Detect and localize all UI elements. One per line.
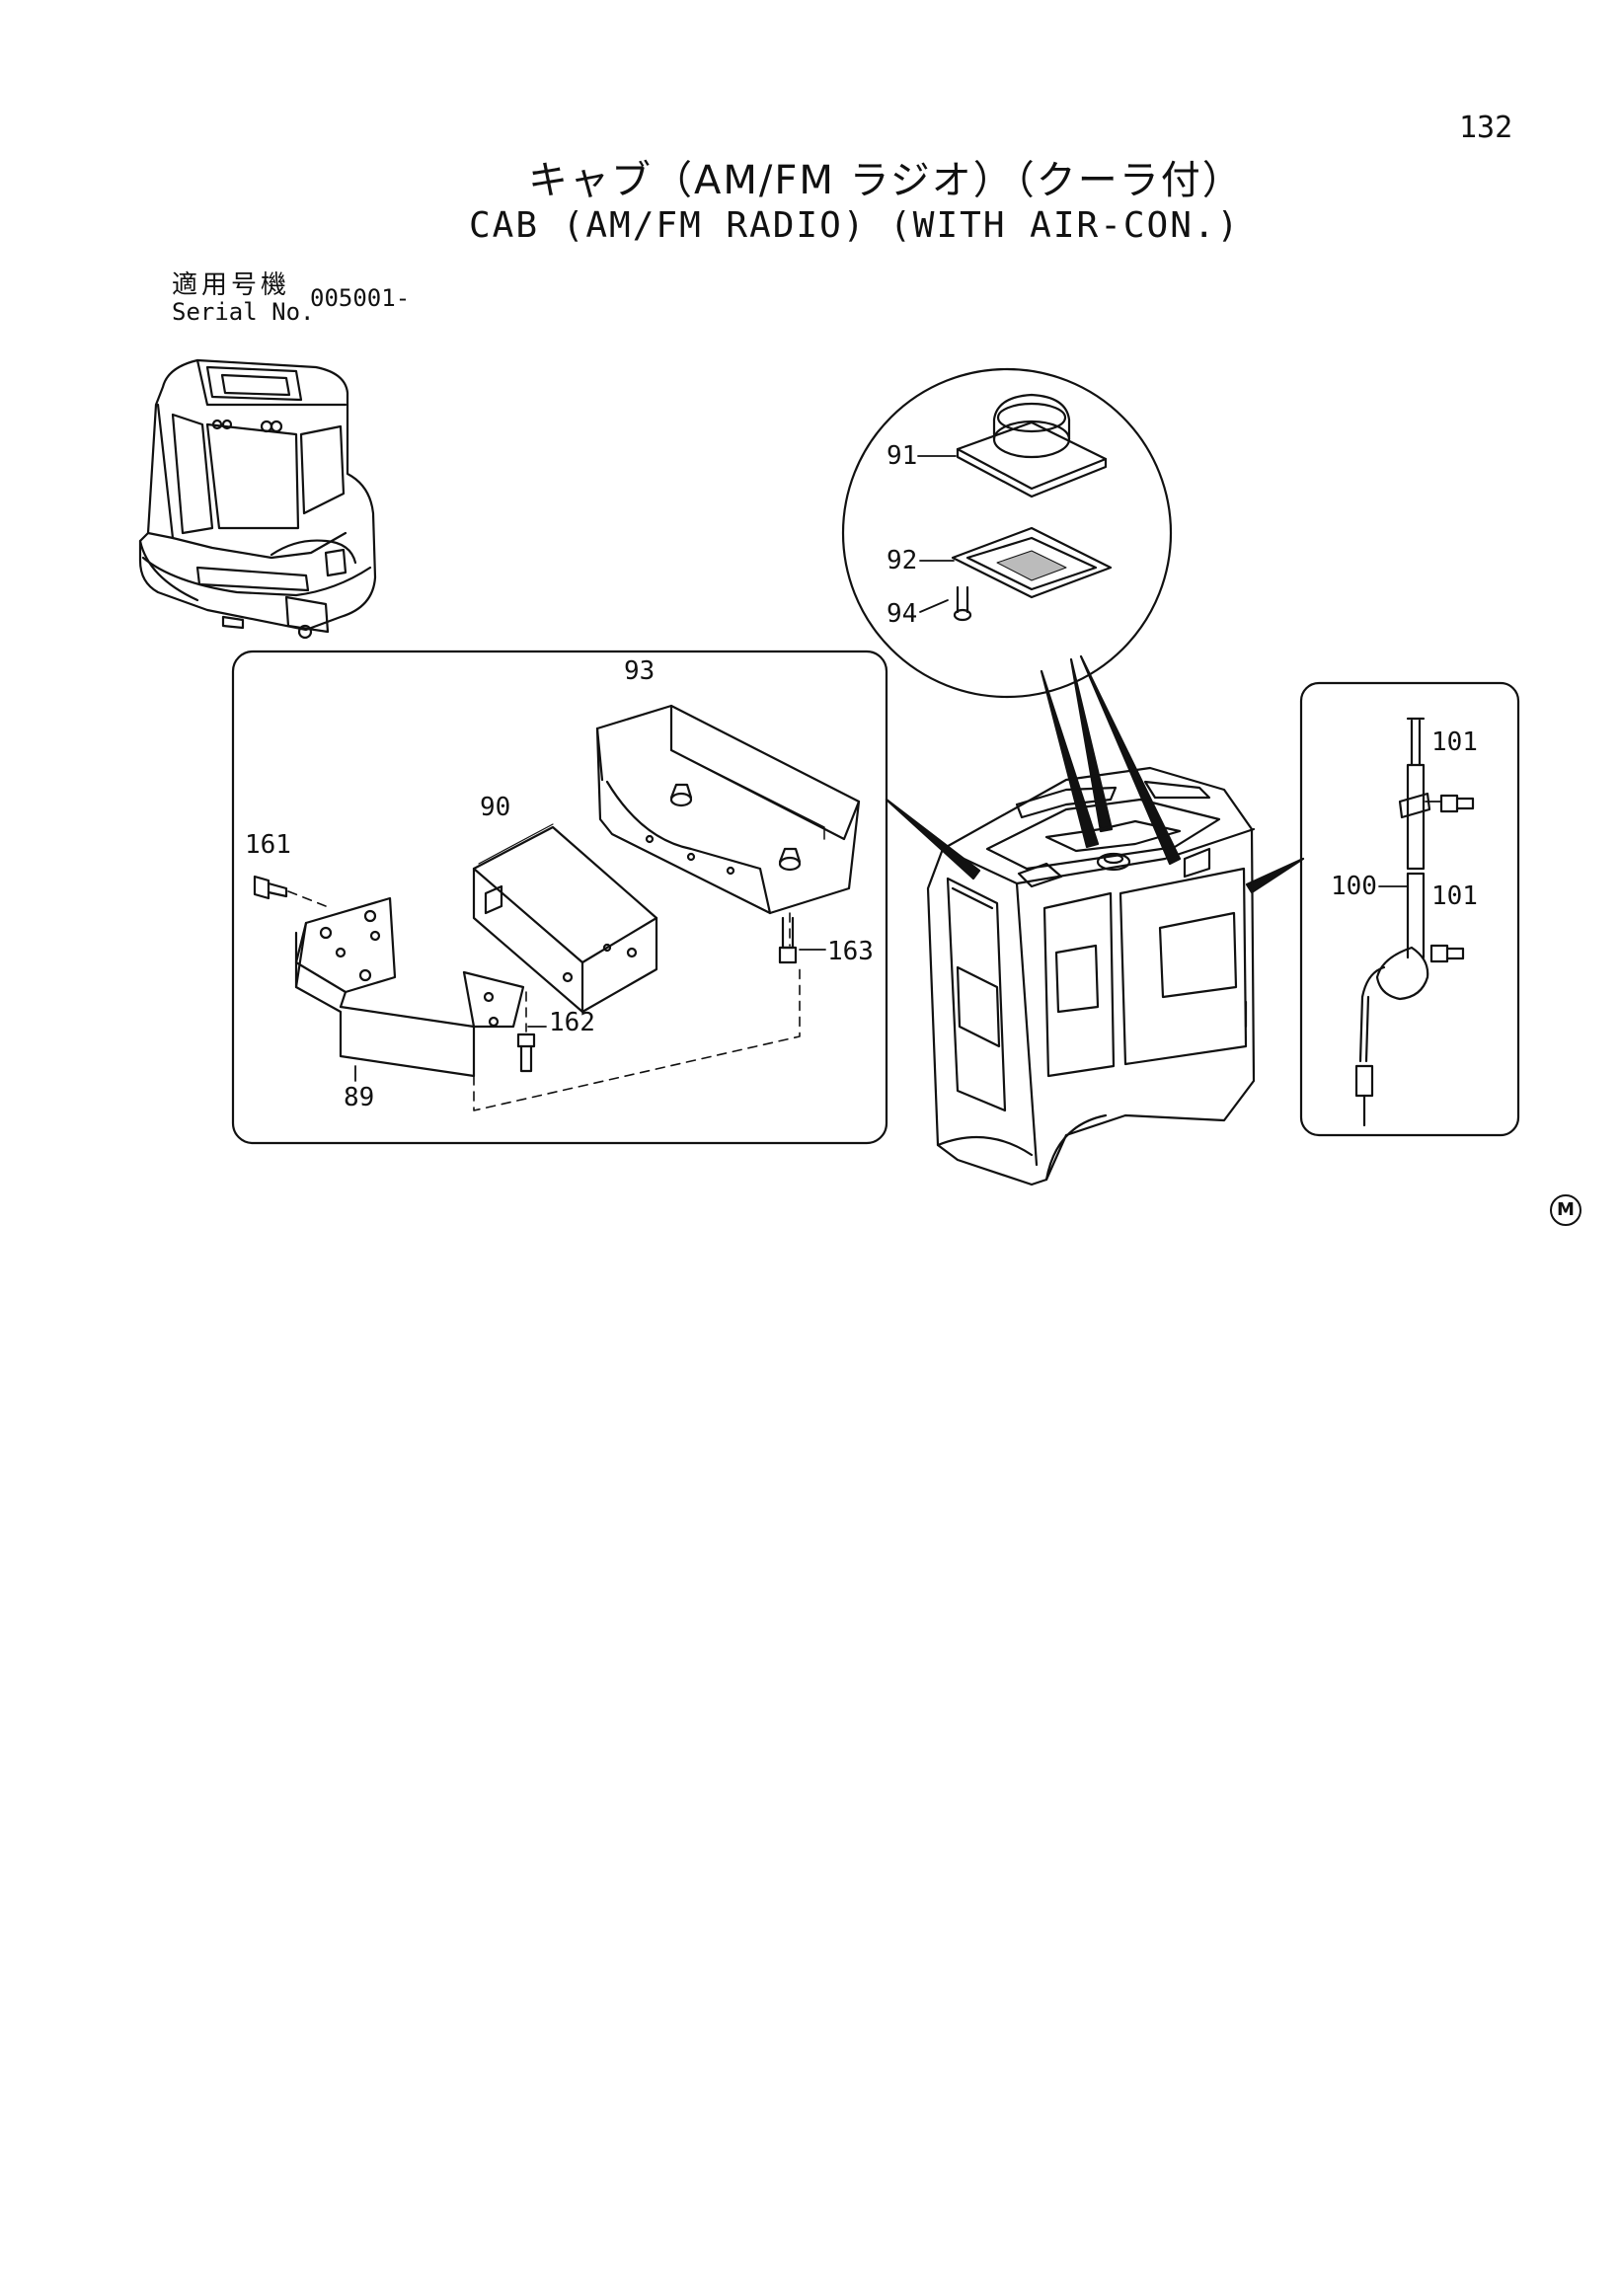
bolt-162-illustration xyxy=(516,1033,536,1073)
callout-101-upper: 101 xyxy=(1431,727,1478,757)
pointer-wedge xyxy=(1245,857,1305,894)
bolt-163-illustration xyxy=(778,916,798,964)
screw-101-lower-illustration xyxy=(1429,944,1465,963)
cab-overview-illustration xyxy=(138,358,377,640)
pointer-wedge xyxy=(885,798,981,880)
callout-162: 162 xyxy=(549,1008,595,1037)
screw-101-upper-illustration xyxy=(1439,794,1475,813)
callout-89: 89 xyxy=(344,1083,374,1112)
callout-101-lower: 101 xyxy=(1431,881,1478,911)
callout-93: 93 xyxy=(624,656,655,686)
page-title-japanese: キャブ（AM/FM ラジオ）（クーラ付） xyxy=(528,158,1244,203)
radio-group-frame xyxy=(231,650,888,1145)
page-title-english: CAB (AM/FM RADIO) (WITH AIR-CON.) xyxy=(469,205,1241,246)
callout-163: 163 xyxy=(827,937,874,966)
callout-91: 91 xyxy=(887,441,917,471)
antenna-group-frame xyxy=(1299,681,1520,1137)
callout-100: 100 xyxy=(1331,872,1377,901)
speaker-unit-illustration xyxy=(956,393,1108,498)
callout-92: 92 xyxy=(887,546,917,575)
screw-94-illustration xyxy=(953,585,972,622)
speaker-grille-illustration xyxy=(951,526,1113,599)
speaker-detail-circle xyxy=(841,367,1173,699)
maker-logo: M xyxy=(1550,1194,1581,1226)
radio-unit-illustration xyxy=(472,823,658,1014)
radio-bracket-illustration xyxy=(294,896,525,1078)
callout-94: 94 xyxy=(887,599,917,629)
radio-cover-illustration xyxy=(595,704,861,915)
antenna-illustration xyxy=(1354,717,1431,1127)
serial-label-english: Serial No. xyxy=(172,298,315,326)
serial-number-value: 005001- xyxy=(310,284,411,312)
bolt-161-illustration xyxy=(253,875,288,900)
pointer-wedge xyxy=(1079,654,1182,866)
callout-161: 161 xyxy=(245,830,291,860)
callout-90: 90 xyxy=(480,793,510,822)
assembly-guide-lines xyxy=(287,890,801,1111)
cab-main-illustration xyxy=(926,766,1256,1186)
page-number: 132 xyxy=(1459,111,1513,145)
callout-leaders xyxy=(354,455,1442,1082)
serial-label-japanese: 適用号機 xyxy=(172,270,291,300)
